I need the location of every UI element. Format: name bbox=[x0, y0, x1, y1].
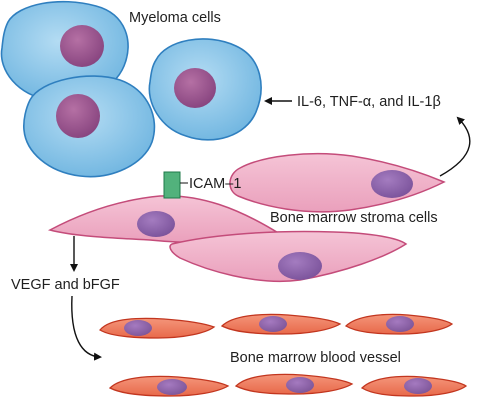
myeloma-nucleus bbox=[60, 25, 104, 67]
stroma-cells bbox=[47, 152, 446, 283]
stroma-cell-3 bbox=[169, 230, 408, 283]
stroma-cell-1 bbox=[229, 152, 446, 213]
myeloma-cell-3 bbox=[23, 75, 156, 178]
endothelial-cell bbox=[234, 373, 354, 395]
endothelial-cell bbox=[220, 313, 342, 335]
blood-vessel-cells bbox=[99, 313, 468, 397]
endothelial-cell bbox=[108, 375, 230, 397]
myeloma-cells-label: Myeloma cells bbox=[129, 10, 221, 26]
growth-factors-to-vessel-arrow bbox=[71, 295, 102, 361]
stroma-to-cytokines-arrow bbox=[439, 116, 471, 177]
blood-vessel-label: Bone marrow blood vessel bbox=[230, 350, 401, 366]
endothelial-cell bbox=[99, 317, 216, 339]
cytokines-label: IL-6, TNF-α, and IL-1β bbox=[297, 94, 441, 110]
stroma-nucleus bbox=[137, 211, 175, 237]
endothelial-cell bbox=[360, 375, 468, 397]
stroma-cells-label: Bone marrow stroma cells bbox=[270, 210, 438, 226]
myeloma-nucleus bbox=[174, 68, 216, 108]
stroma-nucleus bbox=[278, 252, 322, 280]
myeloma-cell-2 bbox=[148, 38, 262, 141]
endothelial-cell bbox=[344, 313, 454, 335]
growth-factors-label: VEGF and bFGF bbox=[11, 277, 120, 293]
icam-1-marker bbox=[163, 171, 181, 199]
myeloma-cells bbox=[0, 0, 262, 178]
stroma-nucleus bbox=[371, 170, 413, 198]
icam-1-label: ICAM–1 bbox=[189, 176, 241, 192]
myeloma-nucleus bbox=[56, 94, 100, 138]
